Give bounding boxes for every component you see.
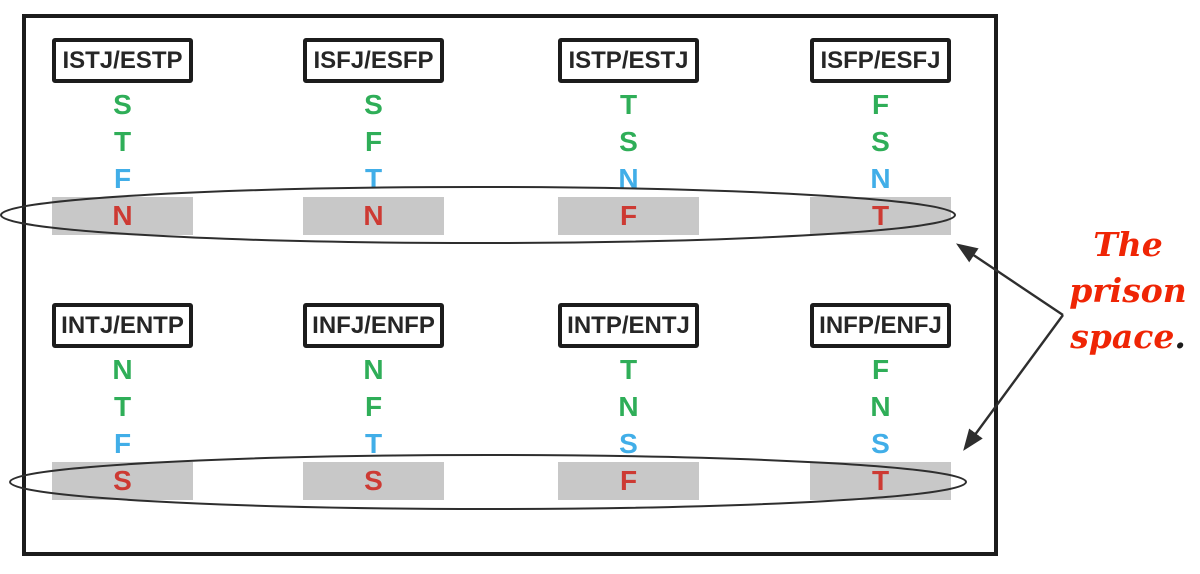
- stack-letter-inferior: F: [558, 462, 699, 500]
- type-group-infp-enfj: INFP/ENFJ F N S T: [810, 303, 951, 500]
- prison-space-caption: The prison space.: [1056, 222, 1200, 360]
- type-pair-label: ISTP/ESTJ: [558, 38, 699, 83]
- type-pair-label: INFJ/ENFP: [303, 303, 444, 348]
- type-pair-label: INFP/ENFJ: [810, 303, 951, 348]
- stack-letter-auxiliary: T: [113, 126, 132, 157]
- caption-line-1: The: [1093, 225, 1163, 264]
- stack-letter-dominant: F: [871, 89, 890, 120]
- stack-letter-inferior: N: [52, 197, 193, 235]
- stack-letter-tertiary: S: [871, 428, 890, 459]
- stack-letter-dominant: N: [363, 354, 384, 385]
- type-group-isfp-esfj: ISFP/ESFJ F S N T: [810, 38, 951, 235]
- type-group-istp-estj: ISTP/ESTJ T S N F: [558, 38, 699, 235]
- stack-letter-dominant: T: [619, 354, 638, 385]
- stack-letter-auxiliary: S: [619, 126, 638, 157]
- stack-letter-auxiliary: T: [113, 391, 132, 422]
- stack-letter-tertiary: F: [113, 428, 132, 459]
- type-group-intp-entj: INTP/ENTJ T N S F: [558, 303, 699, 500]
- caption-line-2: prison: [1069, 271, 1187, 310]
- stack-letter-tertiary: S: [619, 428, 638, 459]
- stack-letter-dominant: F: [871, 354, 890, 385]
- stack-letter-inferior: N: [303, 197, 444, 235]
- stack-letter-auxiliary: N: [618, 391, 639, 422]
- stack-letter-tertiary: F: [113, 163, 132, 194]
- stack-letter-dominant: S: [364, 89, 383, 120]
- stack-letter-auxiliary: F: [364, 126, 383, 157]
- type-group-intj-entp: INTJ/ENTP N T F S: [52, 303, 193, 500]
- type-pair-label: ISFJ/ESFP: [303, 38, 444, 83]
- stack-letter-tertiary: N: [870, 163, 891, 194]
- stack-letter-inferior: F: [558, 197, 699, 235]
- stack-letter-tertiary: N: [618, 163, 639, 194]
- type-pair-label: ISTJ/ESTP: [52, 38, 193, 83]
- type-pair-label: INTP/ENTJ: [558, 303, 699, 348]
- stack-letter-tertiary: T: [364, 163, 383, 194]
- type-group-isfj-esfp: ISFJ/ESFP S F T N: [303, 38, 444, 235]
- stack-letter-inferior: T: [810, 462, 951, 500]
- stack-letter-dominant: T: [619, 89, 638, 120]
- stack-letter-inferior: T: [810, 197, 951, 235]
- caption-period: .: [1174, 317, 1186, 356]
- type-group-infj-enfp: INFJ/ENFP N F T S: [303, 303, 444, 500]
- type-pair-label: INTJ/ENTP: [52, 303, 193, 348]
- stack-letter-auxiliary: S: [871, 126, 890, 157]
- stack-letter-inferior: S: [52, 462, 193, 500]
- type-pair-label: ISFP/ESFJ: [810, 38, 951, 83]
- stack-letter-auxiliary: F: [364, 391, 383, 422]
- stack-letter-dominant: N: [112, 354, 133, 385]
- type-group-istj-estp: ISTJ/ESTP S T F N: [52, 38, 193, 235]
- caption-line-3: space.: [1070, 317, 1186, 356]
- stack-letter-auxiliary: N: [870, 391, 891, 422]
- stack-letter-tertiary: T: [364, 428, 383, 459]
- stack-letter-dominant: S: [113, 89, 132, 120]
- stack-letter-inferior: S: [303, 462, 444, 500]
